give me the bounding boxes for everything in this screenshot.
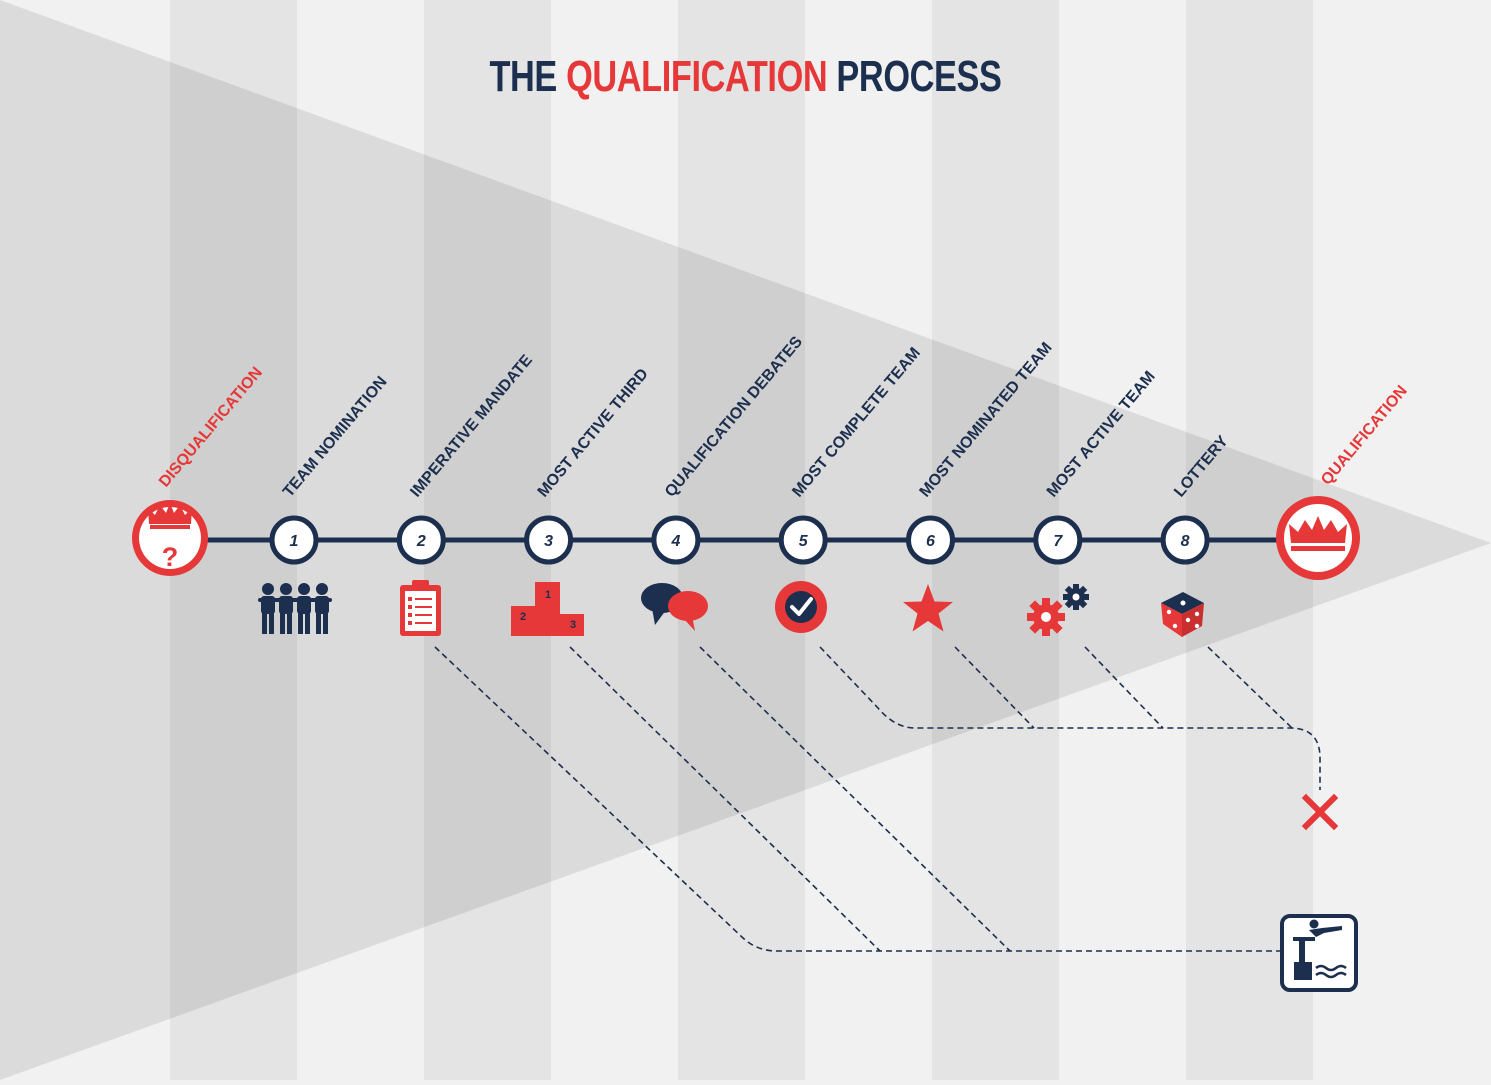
podium-first-label: 1: [545, 589, 551, 601]
step-number: 3: [544, 533, 553, 550]
end-label: QUALIFICATION: [1318, 383, 1411, 489]
podium-second-label: 2: [520, 611, 526, 623]
step-node-circle: [651, 515, 701, 565]
crown-band: [150, 525, 190, 529]
page-title: THE QUALIFICATION PROCESS: [164, 52, 1327, 102]
title-part-the: THE: [489, 52, 567, 101]
crown-icon: [1276, 496, 1360, 580]
checkmark-circle-icon: [775, 581, 827, 633]
step-number: 5: [799, 533, 809, 550]
step-node-circle: [396, 515, 446, 565]
step-node-circle: [269, 515, 319, 565]
step-number: 7: [1053, 533, 1063, 550]
question-mark: ?: [162, 542, 179, 572]
step-number: 2: [416, 533, 426, 550]
step-node-circle: [906, 515, 955, 565]
step-number: 1: [290, 533, 299, 550]
connector-path: [569, 646, 881, 952]
step-number: 8: [1181, 533, 1190, 550]
team-people-icon: [258, 583, 332, 634]
connector-path: [434, 646, 1282, 952]
title-part-process: PROCESS: [827, 52, 1002, 101]
clipboard-checklist-icon: [400, 580, 441, 636]
connector-path: [954, 646, 1035, 729]
crown-question-icon: ?: [132, 500, 208, 576]
connector-path: [699, 646, 1011, 952]
connector-path: [819, 646, 1321, 790]
crown-shape: [1289, 516, 1347, 543]
podium-third-label: 3: [570, 619, 576, 631]
step-node-circle: [778, 515, 828, 565]
connector-path: [1084, 646, 1164, 729]
crown-band: [1291, 546, 1345, 551]
crown-shape: [148, 503, 192, 524]
step-node-circle: [1160, 515, 1210, 565]
gears-icon: [1027, 584, 1089, 636]
step-number: 6: [926, 533, 935, 550]
dashed-connectors: [434, 646, 1321, 952]
title-part-qualification: QUALIFICATION: [566, 52, 828, 101]
speech-bubbles-icon: [641, 583, 708, 631]
dice-icon: [1161, 592, 1204, 637]
podium-icon: 1 2 3: [511, 582, 584, 636]
step-node-circle: [1033, 515, 1083, 565]
diving-board-icon: [1280, 914, 1358, 992]
star-icon: [903, 584, 953, 632]
step-node-circle: [524, 515, 574, 565]
step-number: 4: [670, 533, 680, 550]
red-x-icon: [1301, 793, 1339, 831]
